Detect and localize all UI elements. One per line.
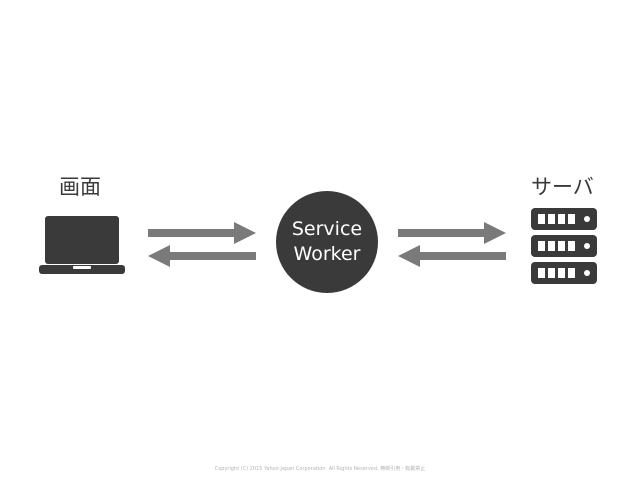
arrow-right-icon — [148, 222, 256, 244]
server-label: サーバ — [531, 175, 594, 199]
service-worker-label-line2: Worker — [293, 243, 361, 265]
arrow-right-icon — [398, 222, 506, 244]
arrow-left-icon — [398, 245, 506, 267]
service-worker-label-line1: Service — [291, 218, 363, 240]
server-icon — [531, 208, 597, 284]
copyright-text: Copyright (C) 2015 Yahoo Japan Corporati… — [214, 466, 426, 472]
client-label: 画面 — [59, 175, 101, 199]
arrow-left-icon — [148, 245, 256, 267]
service-worker-node: Service Worker — [276, 191, 378, 293]
laptop-icon — [39, 216, 125, 276]
